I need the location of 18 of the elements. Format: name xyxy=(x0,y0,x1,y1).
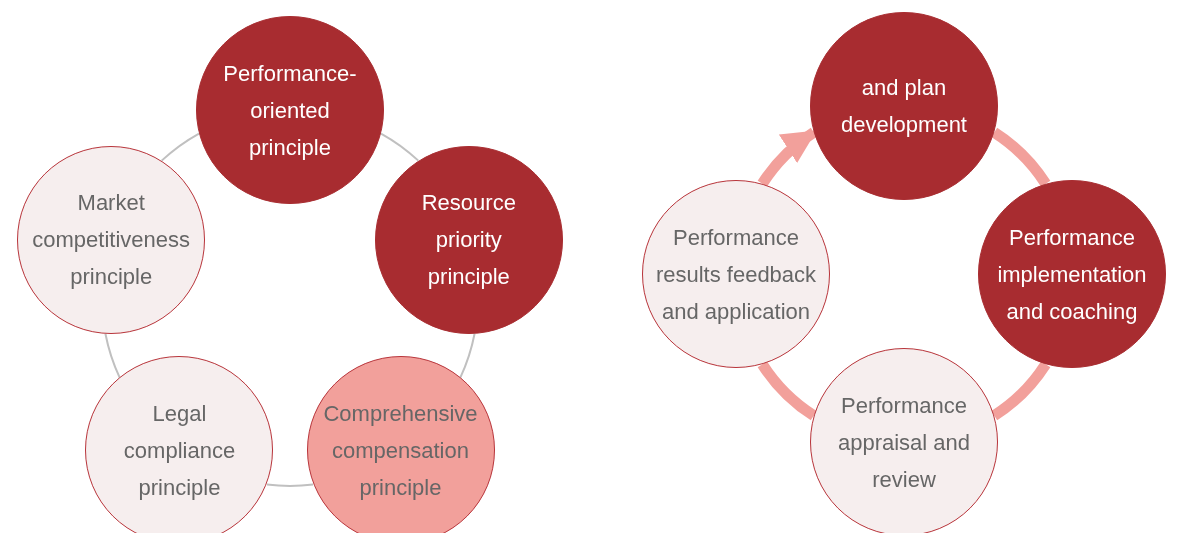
cycle-arc xyxy=(991,361,1051,421)
cycle-arc xyxy=(991,127,1051,187)
circle-label: Performance appraisal and review xyxy=(836,391,972,494)
circle-label: Legal compliance principle xyxy=(122,399,237,502)
ring-connector xyxy=(459,332,476,379)
circle-label: Resource priority principle xyxy=(420,189,517,292)
circle-label: and plan development xyxy=(840,74,968,139)
ring-connector xyxy=(265,483,315,487)
circle-label: Performance results feedback and application xyxy=(654,223,818,326)
circle-label: Comprehensive compensation principle xyxy=(322,399,479,502)
circle-label: Performance-oriented principle xyxy=(222,59,358,162)
cycle-arrow xyxy=(757,127,817,187)
circle-label: Performance implementation and coaching xyxy=(996,223,1148,326)
ring-connector xyxy=(104,332,121,379)
cycle-arc xyxy=(757,361,817,421)
circle-label: Market competitiveness principle xyxy=(31,189,192,292)
ring-connector xyxy=(160,132,200,162)
ring-connector xyxy=(380,132,420,162)
